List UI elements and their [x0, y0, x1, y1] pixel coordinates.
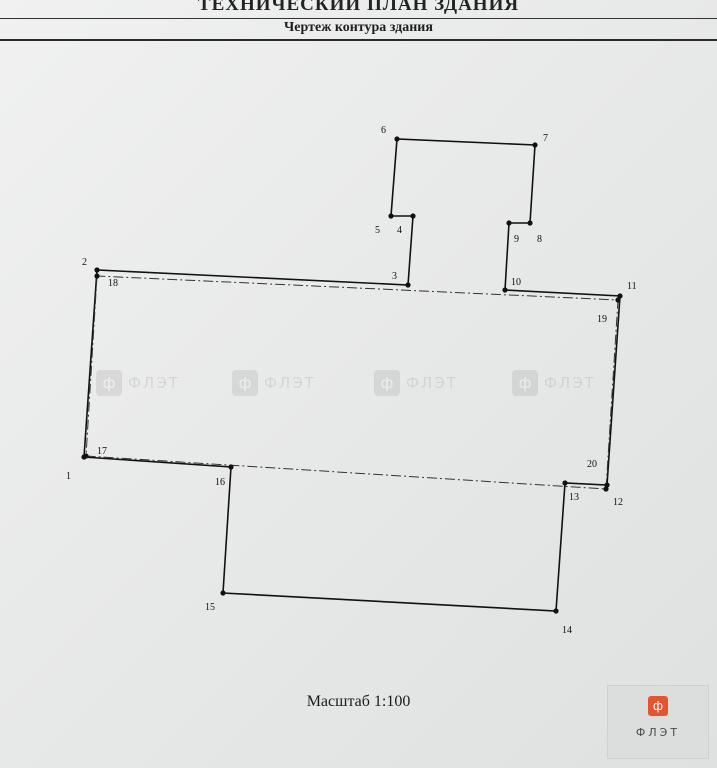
point-label-19: 19: [597, 314, 607, 325]
point-marker-18: [94, 273, 100, 279]
document-title: ТЕХНИЧЕСКИЙ ПЛАН ЗДАНИЯ: [197, 0, 520, 15]
point-marker-11: [617, 293, 623, 299]
point-markers: [81, 136, 623, 614]
point-marker-20: [603, 486, 609, 492]
point-label-1: 1: [66, 471, 71, 482]
point-label-16: 16: [215, 477, 225, 488]
point-label-5: 5: [375, 225, 380, 236]
watermark-logo-icon: ф: [96, 370, 122, 396]
point-label-6: 6: [381, 125, 386, 136]
point-label-8: 8: [537, 234, 542, 245]
point-label-17: 17: [97, 446, 107, 457]
point-label-15: 15: [205, 602, 215, 613]
point-label-2: 2: [82, 257, 87, 268]
watermark: ф ФЛЭТ: [512, 368, 596, 398]
watermark-logo-icon: ф: [232, 370, 258, 396]
point-label-18: 18: [108, 278, 118, 289]
point-label-3: 3: [392, 271, 397, 282]
point-label-10: 10: [511, 277, 521, 288]
watermark-text: ФЛЭТ: [544, 374, 596, 392]
point-label-13: 13: [569, 492, 579, 503]
point-marker-7: [532, 142, 538, 148]
point-marker-16: [228, 464, 234, 470]
point-label-12: 12: [613, 497, 623, 508]
point-label-11: 11: [627, 281, 637, 292]
subtitle-rule: [0, 39, 717, 41]
point-label-9: 9: [514, 234, 519, 245]
point-label-7: 7: [543, 133, 548, 144]
document-subtitle: Чертеж контура здания: [284, 20, 433, 35]
flat-logo-icon: ф: [648, 696, 668, 716]
point-marker-17: [83, 453, 89, 459]
watermark: ф ФЛЭТ: [96, 368, 180, 398]
point-marker-9: [506, 220, 512, 226]
point-marker-6: [394, 136, 400, 142]
point-marker-2: [94, 267, 100, 273]
point-marker-12: [604, 482, 610, 488]
watermark: ф ФЛЭТ: [232, 368, 316, 398]
inner-contour-dashdot: [85, 275, 619, 490]
flat-logo: ф ФЛЭТ: [607, 685, 709, 759]
point-marker-4: [410, 213, 416, 219]
point-marker-10: [502, 287, 508, 293]
scale-label: Масштаб 1:100: [306, 693, 411, 710]
point-label-20: 20: [587, 459, 597, 470]
watermark-text: ФЛЭТ: [406, 374, 458, 392]
flat-logo-text: ФЛЭТ: [635, 726, 681, 739]
point-marker-15: [220, 590, 226, 596]
point-label-14: 14: [562, 625, 572, 636]
watermark: ф ФЛЭТ: [374, 368, 458, 398]
point-marker-5: [388, 213, 394, 219]
point-label-4: 4: [397, 225, 402, 236]
point-marker-8: [527, 220, 533, 226]
point-marker-14: [553, 608, 559, 614]
point-marker-3: [405, 282, 411, 288]
title-rule: [0, 18, 717, 19]
watermark-logo-icon: ф: [374, 370, 400, 396]
watermark-logo-icon: ф: [512, 370, 538, 396]
contour-outline: [83, 138, 621, 612]
point-marker-13: [562, 480, 568, 486]
point-marker-19: [615, 297, 621, 303]
watermark-text: ФЛЭТ: [264, 374, 316, 392]
watermark-text: ФЛЭТ: [128, 374, 180, 392]
